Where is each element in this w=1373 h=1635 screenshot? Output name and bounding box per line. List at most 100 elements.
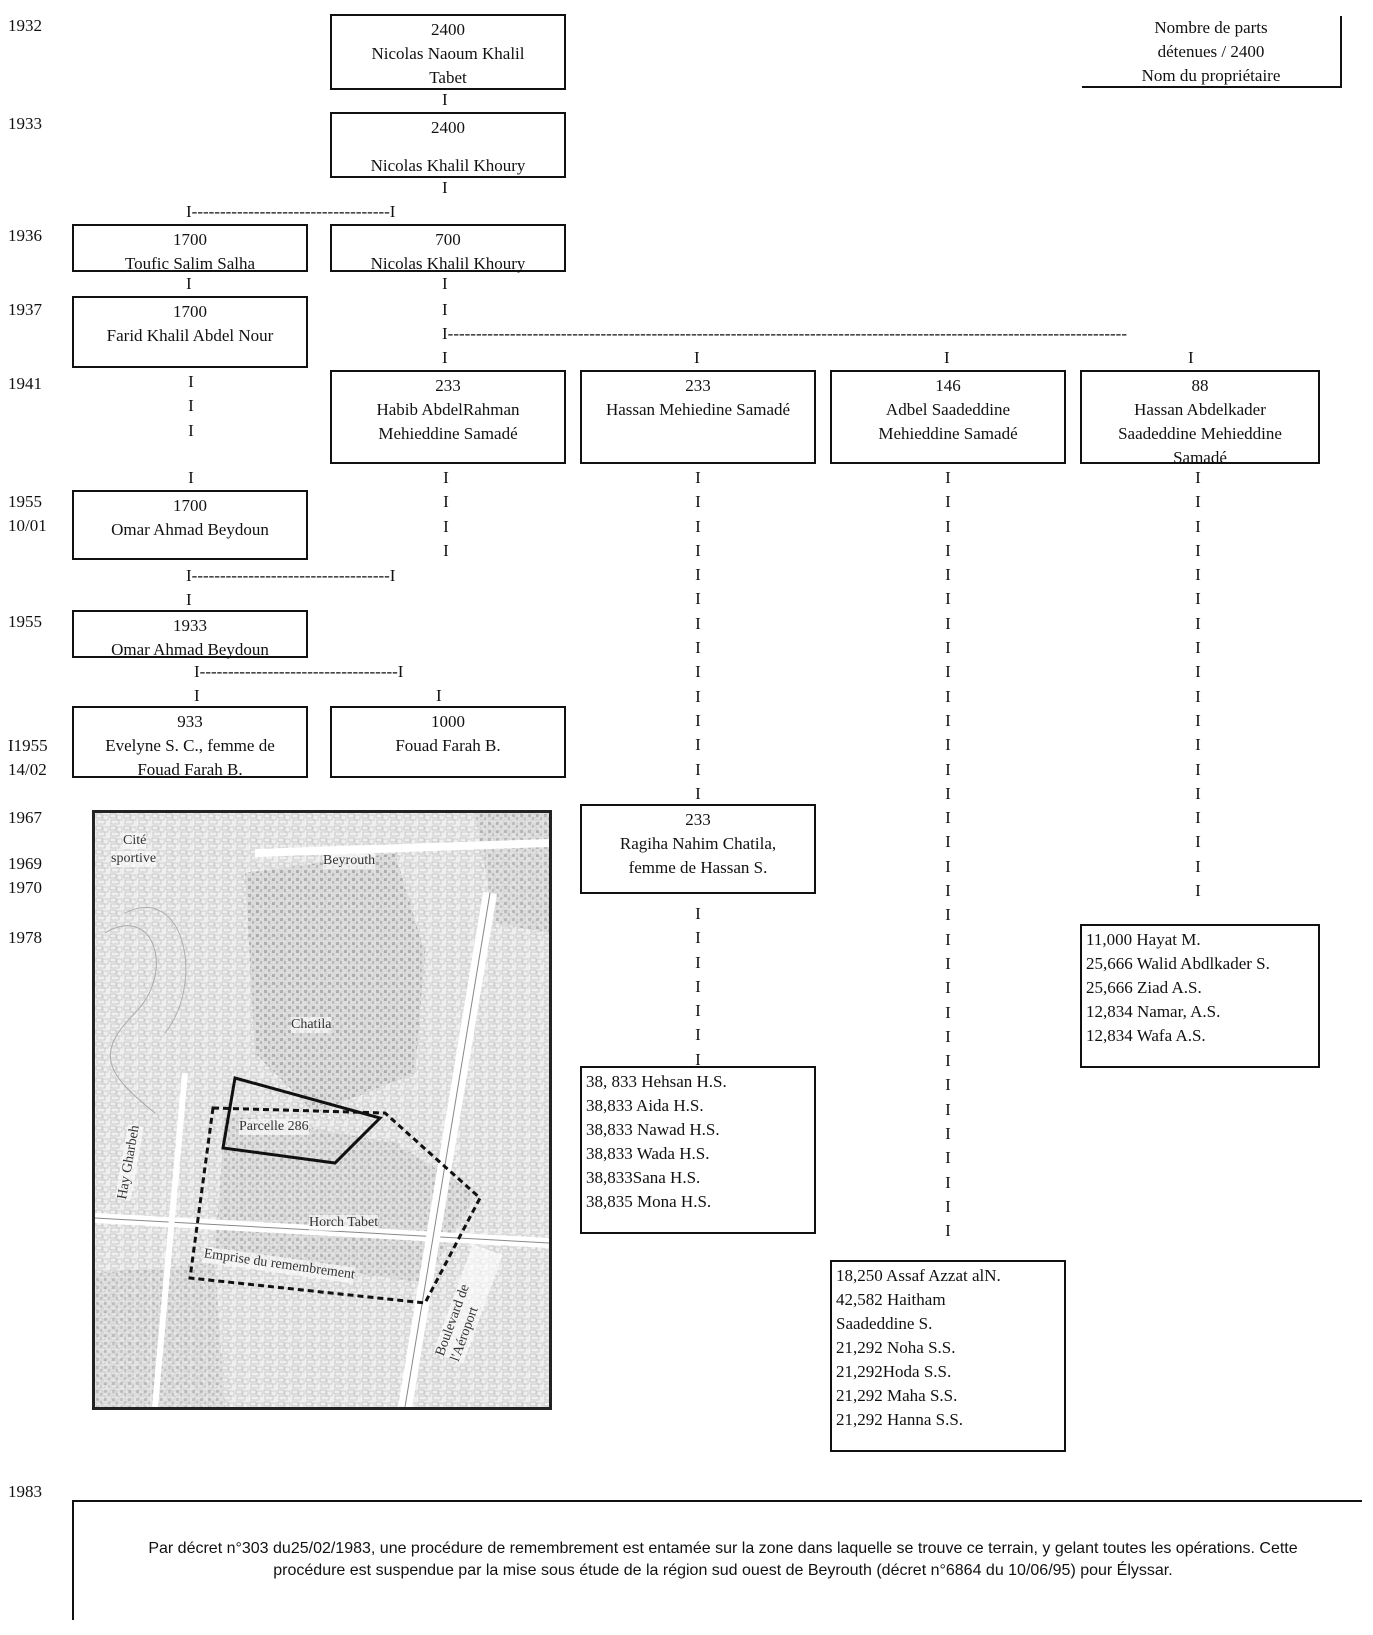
owner-name: Nicolas Khalil Khoury xyxy=(370,254,526,273)
connector: I xyxy=(695,952,701,972)
year-label: 1936 xyxy=(8,226,42,245)
connector-column: I I I I I I I xyxy=(688,902,708,1072)
connector: I xyxy=(442,348,448,367)
owner-shares: 2400 xyxy=(431,118,465,137)
owner-name: Omar Ahmad Beydoun xyxy=(111,520,269,539)
connector: I xyxy=(442,90,448,109)
connector: I xyxy=(1195,881,1201,901)
connector: I xyxy=(945,1075,951,1095)
connector: I xyxy=(945,783,951,803)
map-label-parcelle: Parcelle 286 xyxy=(239,1119,309,1135)
owner-name: Samadé xyxy=(1173,448,1227,467)
connector: I xyxy=(1195,808,1201,828)
owner-shares: 233 xyxy=(435,376,461,395)
connector-merge: I-----------------------------------I xyxy=(186,566,396,585)
connector: I xyxy=(945,832,951,852)
owner-name: Fouad Farah B. xyxy=(395,736,501,755)
map-label-cite: Cité xyxy=(123,833,147,849)
heirs-list-hs: 38, 833 Hehsan H.S. 38,833 Aida H.S. 38,… xyxy=(580,1066,816,1234)
connector: I xyxy=(695,1001,701,1021)
connector: I xyxy=(695,565,701,585)
heir-entry: 38, 833 Hehsan H.S. xyxy=(586,1072,727,1091)
heir-entry: 38,833 Wada H.S. xyxy=(586,1144,710,1163)
owner-shares: 1000 xyxy=(431,712,465,731)
owner-shares: 700 xyxy=(435,230,461,249)
legend-line: détenues / 2400 xyxy=(1157,42,1265,61)
year-label: 1969 xyxy=(8,854,42,873)
owner-name: Evelyne S. C., femme de xyxy=(105,736,275,755)
owner-shares: 1933 xyxy=(173,616,207,635)
connector: I xyxy=(945,1051,951,1071)
connector: I xyxy=(945,1221,951,1241)
heir-entry: 25,666 Ziad A.S. xyxy=(1086,978,1202,997)
connector: I xyxy=(1195,783,1201,803)
year-label: 1967 xyxy=(8,808,42,827)
map-label-chatila: Chatila xyxy=(291,1017,332,1033)
connector: I xyxy=(695,516,701,536)
connector: I xyxy=(1195,540,1201,560)
year-label: 1937 xyxy=(8,300,42,319)
owner-shares: 233 xyxy=(685,810,711,829)
connector: I xyxy=(945,686,951,706)
decree-note: Par décret n°303 du25/02/1983, une procé… xyxy=(72,1500,1362,1620)
owner-shares: 1700 xyxy=(173,496,207,515)
owner-name: Hassan Mehiedine Samadé xyxy=(605,400,791,419)
connector: I xyxy=(945,516,951,536)
year-label: 14/02 xyxy=(8,760,47,779)
owner-name: Mehieddine Samadé xyxy=(378,424,518,443)
owner-name: Mehieddine Samadé xyxy=(878,424,1018,443)
connector: I xyxy=(442,274,448,293)
map-label-beyrouth: Beyrouth xyxy=(323,853,376,869)
connector: I xyxy=(695,1049,701,1069)
connector: I xyxy=(945,953,951,973)
owner-shares: 146 xyxy=(935,376,961,395)
connector: I xyxy=(1195,662,1201,682)
map-drawing xyxy=(95,813,549,1407)
heir-entry: 11,000 Hayat M. xyxy=(1086,930,1201,949)
connector: I xyxy=(945,638,951,658)
owner-box-evelyne: 933 Evelyne S. C., femme de Fouad Farah … xyxy=(72,706,308,779)
connector: I xyxy=(442,300,448,319)
year-label: 1955 xyxy=(8,612,42,631)
connector: I xyxy=(945,759,951,779)
connector: I xyxy=(945,1196,951,1216)
connector: I xyxy=(1195,565,1201,585)
connector: I xyxy=(1195,613,1201,633)
connector: I xyxy=(695,904,701,923)
owner-shares: 1700 xyxy=(173,230,207,249)
connector: I xyxy=(695,662,701,682)
owner-name: Saadeddine Mehieddine xyxy=(1118,424,1282,443)
heir-entry: 21,292 Hanna S.S. xyxy=(836,1410,964,1429)
connector: I xyxy=(945,808,951,828)
connector: I xyxy=(1195,686,1201,706)
map-label-horch: Horch Tabet xyxy=(309,1215,379,1231)
connector: I xyxy=(186,590,192,609)
connector: I xyxy=(1195,759,1201,779)
connector: I xyxy=(695,613,701,633)
connector: I xyxy=(694,348,700,367)
connector: I xyxy=(945,1124,951,1144)
connector: I xyxy=(194,686,200,705)
heir-entry: 21,292 Noha S.S. xyxy=(836,1338,956,1357)
connector: I xyxy=(695,976,701,996)
owner-name: Ragiha Nahim Chatila, xyxy=(619,834,777,853)
connector: I xyxy=(695,638,701,658)
owner-shares: 1700 xyxy=(173,302,207,321)
map-label-sportive: sportive xyxy=(111,851,157,867)
connector: I xyxy=(945,1172,951,1192)
year-label: 10/01 xyxy=(8,516,47,535)
connector: I xyxy=(945,662,951,682)
owner-name: Omar Ahmad Beydoun xyxy=(111,640,269,659)
owner-box-omar-2: 1933 Omar Ahmad Beydoun xyxy=(72,610,308,659)
owner-box-farid: 1700 Farid Khalil Abdel Nour xyxy=(72,296,308,368)
owner-box-hassan: 233 Hassan Mehiedine Samadé xyxy=(580,370,816,464)
connector: I xyxy=(695,540,701,560)
year-label: 1932 xyxy=(8,16,42,35)
owner-box-1936: 700 Nicolas Khalil Khoury xyxy=(330,224,566,273)
connector-split: I-----------------------------------I xyxy=(194,662,404,681)
heir-entry: 12,834 Wafa A.S. xyxy=(1086,1026,1206,1045)
heir-entry: 18,250 Assaf Azzat alN. xyxy=(836,1266,1001,1285)
connector: I xyxy=(1195,468,1201,487)
heir-entry: 21,292 Maha S.S. xyxy=(836,1386,958,1405)
legend-box: Nombre de parts détenues / 2400 Nom du p… xyxy=(1082,16,1342,88)
